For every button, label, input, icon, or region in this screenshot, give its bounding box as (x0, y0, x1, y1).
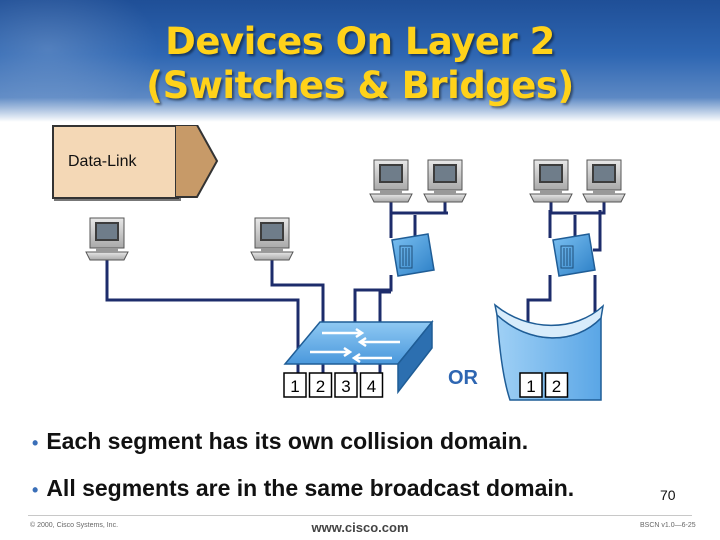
workstation-icon (250, 217, 294, 261)
switch-port-box (308, 372, 333, 398)
osi-layer-tab: Data-Link (52, 125, 179, 199)
workstation-icon (423, 159, 467, 203)
switch-port-box (283, 372, 307, 398)
title-banner: Devices On Layer 2 (Switches & Bridges) (0, 0, 720, 122)
page-number: 70 (660, 487, 676, 503)
switch-port-label: 4 (367, 377, 376, 396)
workstation-icon (582, 159, 626, 203)
switch-port-label: 1 (290, 377, 299, 396)
footer-url[interactable]: www.cisco.com (311, 520, 409, 535)
cable (105, 258, 300, 378)
bullet-icon: • (32, 480, 39, 500)
bullet-item: • Each segment has its own collision doma… (32, 428, 528, 455)
switch-port-label: 3 (341, 377, 350, 396)
bridge-port-box (544, 372, 569, 398)
cable (549, 198, 606, 215)
bridge-port-label: 2 (552, 377, 561, 396)
footer-copyright: © 2000, Cisco Systems, Inc. (30, 522, 119, 529)
slide-title-line-1: Devices On Layer 2 (165, 20, 555, 63)
bullet-text: All segments are in the same broadcast d… (46, 475, 575, 501)
bridge-port-label: 1 (526, 377, 535, 396)
switch-icon (283, 319, 434, 395)
layer-label: Data-Link (68, 153, 137, 170)
footer-divider (28, 515, 692, 516)
bullet-item: • All segments are in the same broadcast … (32, 475, 574, 502)
switch-port-box (359, 372, 384, 398)
workstation-icon (85, 217, 129, 261)
globe-graphic (0, 0, 160, 122)
workstation-icon (529, 159, 573, 203)
hub-icon (391, 233, 435, 277)
bridge-port-box (519, 372, 543, 398)
layer-tab-arrow (175, 125, 219, 198)
footer-course-code: BSCN v1.0—6-25 (640, 522, 696, 529)
switch-port-label: 2 (316, 377, 325, 396)
or-label: OR (448, 367, 479, 389)
workstation-icon (369, 159, 413, 203)
bullet-icon: • (32, 433, 39, 453)
slide-title-line-2: (Switches & Bridges) (146, 64, 574, 107)
hub-icon (552, 233, 596, 277)
bullet-text: Each segment has its own collision domai… (46, 428, 529, 454)
switch-port-box (334, 372, 358, 398)
